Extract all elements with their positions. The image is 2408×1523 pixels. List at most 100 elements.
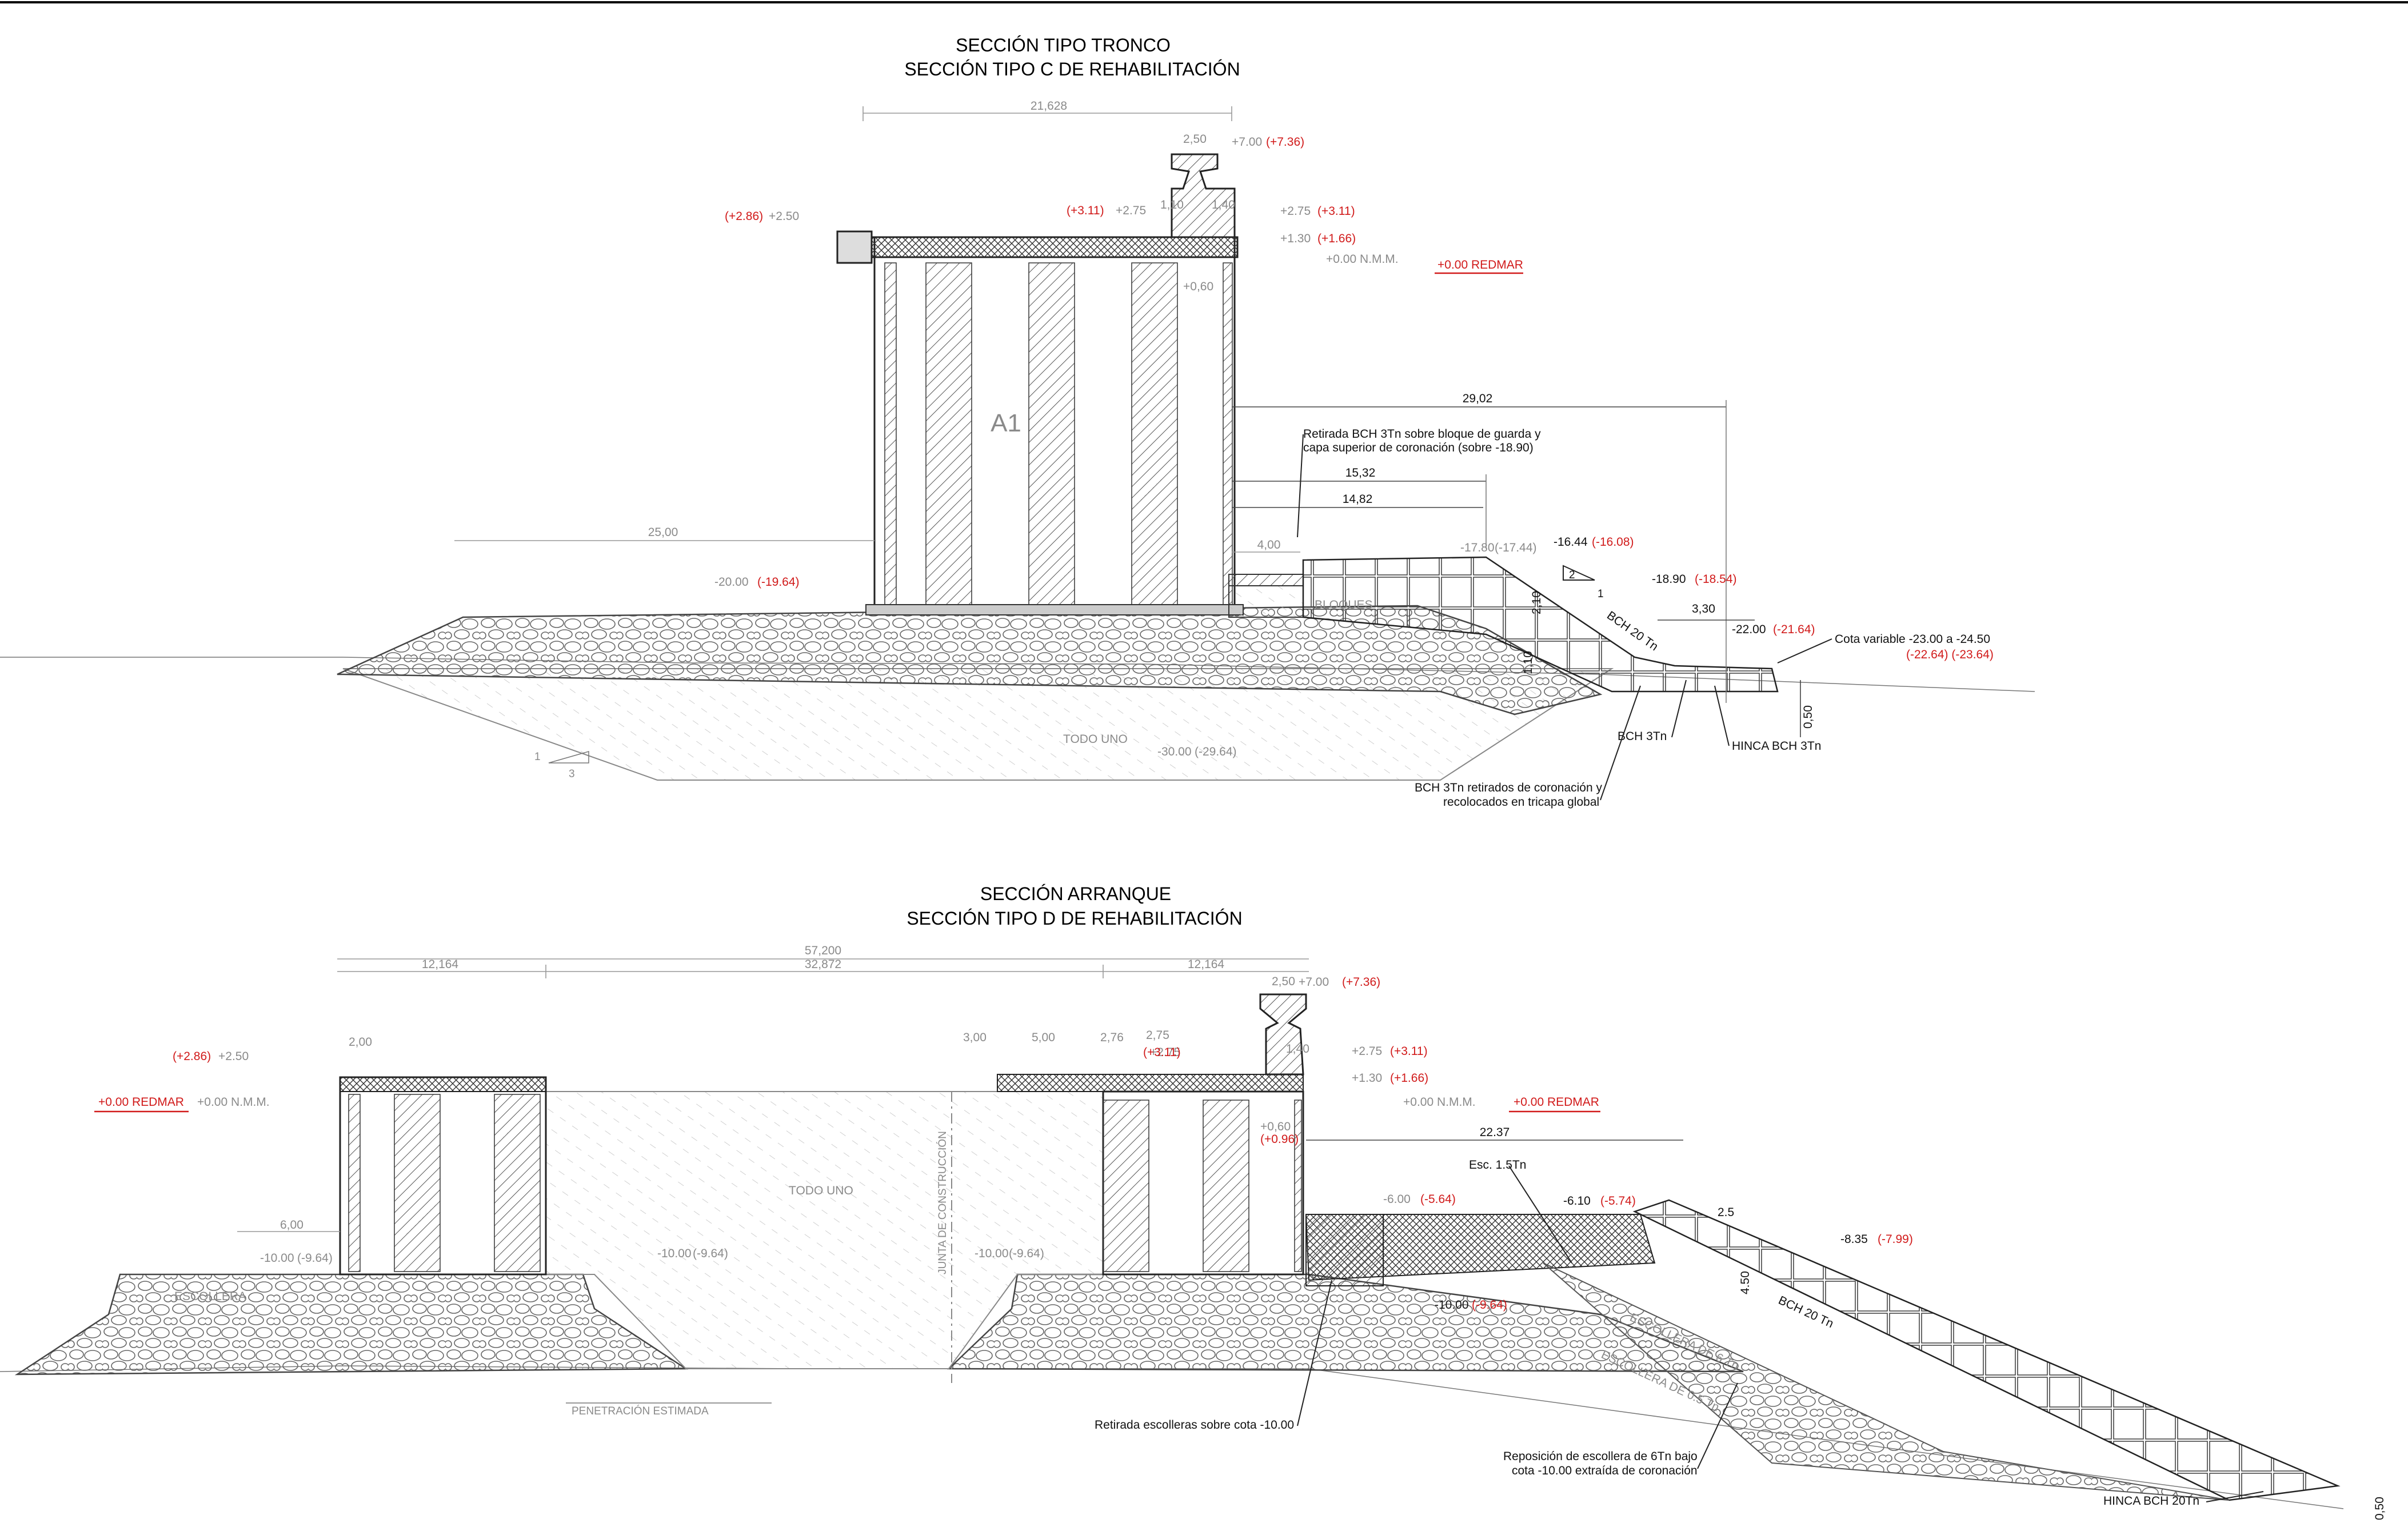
- lvl2-base-right: -10.00: [975, 1247, 1009, 1260]
- dim-parapet: 2,50: [1183, 133, 1207, 146]
- caisson-label: A1: [991, 409, 1021, 437]
- lvl2-base-mid-red: (-9.64): [693, 1247, 728, 1260]
- lvl2-crown-275-red: (+3.11): [1143, 1046, 1181, 1059]
- lvl2-600: -6.00: [1383, 1193, 1411, 1206]
- dim2-500: 5,00: [1032, 1031, 1055, 1044]
- lvl-2200: -22.00: [1732, 623, 1766, 636]
- note-retirados-1: BCH 3Tn retirados de coronación y: [1415, 781, 1602, 794]
- section1-title-line2: SECCIÓN TIPO C DE REHABILITACIÓN: [904, 59, 1240, 79]
- dim2-right: 12,164: [1188, 958, 1225, 971]
- dim2-276: 2,76: [1100, 1031, 1124, 1044]
- penetracion: PENETRACIÓN ESTIMADA: [572, 1405, 709, 1417]
- lvl2-1000-red: (-9.64): [1472, 1298, 1507, 1312]
- note2-retirada: Retirada escolleras sobre cota -10.00: [1095, 1418, 1294, 1432]
- section-arranque: SECCIÓN ARRANQUE SECCIÓN TIPO D DE REHAB…: [0, 884, 2386, 1520]
- lvl2-right-275-red: (+3.11): [1390, 1045, 1428, 1058]
- lvl-1780: -17.80: [1460, 541, 1495, 554]
- lvl-1890-red: (-18.54): [1695, 573, 1737, 586]
- lvl2-parapet-red: (+7.36): [1342, 976, 1380, 989]
- lvl-3000-red: (-29.64): [1195, 745, 1237, 758]
- dim-2500: 25,00: [648, 526, 678, 539]
- lvl-2200-red: (-21.64): [1773, 623, 1815, 636]
- escollera-left: ESCOLLERA: [174, 1290, 246, 1303]
- bloques-label: BLOQUES: [1315, 598, 1373, 611]
- lvl-right-130-red: (+1.66): [1317, 232, 1356, 245]
- dim2-left: 12,164: [422, 958, 459, 971]
- dim2-middle: 32,872: [805, 958, 841, 971]
- lvl-redmar: +0.00 REDMAR: [1437, 258, 1523, 271]
- dim2-140: 1,40: [1286, 1042, 1309, 1056]
- lvl2-right-275: +2.75: [1352, 1045, 1382, 1058]
- lvl2-base-left-red: (-9.64): [297, 1252, 333, 1265]
- lvl2-left-250: +2.50: [218, 1050, 249, 1063]
- dim-400: 4,00: [1257, 538, 1281, 551]
- note-retirada-2: capa superior de coronación (sobre -18.9…: [1303, 441, 1534, 454]
- parapet2: [1259, 993, 1307, 1076]
- lvl-base-red: (-19.64): [757, 575, 800, 589]
- dim2-total: 57,200: [805, 944, 841, 957]
- lvl-crown-275-red: (+3.11): [1067, 204, 1104, 217]
- dim-1532: 15,32: [1345, 466, 1376, 479]
- lvl-parapet: +7.00: [1232, 135, 1262, 149]
- lvl-base: -20.00: [714, 575, 749, 589]
- lvl-3000: -30.00: [1157, 745, 1192, 758]
- lvl2-835: -8.35: [1840, 1233, 1868, 1246]
- lvl2-610-red: (-5.74): [1600, 1194, 1636, 1208]
- dim-top-width: 21,628: [1031, 99, 1067, 113]
- dim2-450: 4.50: [1739, 1271, 1752, 1294]
- rubble-mound: [337, 605, 1603, 715]
- lvl2-nmm-left: +0.00 N.M.M.: [197, 1096, 270, 1109]
- note-cota-variable: Cota variable -23.00 a -24.50: [1835, 633, 1990, 646]
- svg-text:3: 3: [569, 768, 575, 780]
- lvl-1890: -18.90: [1652, 573, 1686, 586]
- note2-esc15: Esc. 1.5Tn: [1469, 1158, 1526, 1172]
- todouno2: TODO UNO: [789, 1184, 853, 1197]
- lvl2-base-mid: -10.00: [657, 1247, 692, 1260]
- note2-reposicion1: Reposición de escollera de 6Tn bajo: [1503, 1450, 1698, 1463]
- todouno-label: TODO UNO: [1063, 733, 1128, 746]
- lvl2-right-130: +1.30: [1352, 1072, 1382, 1085]
- section-tronco: SECCIÓN TIPO TRONCO SECCIÓN TIPO C DE RE…: [0, 35, 2035, 809]
- bch20-slope: [1632, 1199, 2341, 1501]
- lvl-1644: -16.44: [1554, 535, 1588, 549]
- dim-110b: 1,10: [1522, 651, 1535, 674]
- dim-330: 3,30: [1692, 602, 1715, 615]
- lvl2-parapet: +7.00: [1299, 976, 1329, 989]
- dim2-300: 3,00: [963, 1031, 987, 1044]
- bch-armour: [1302, 556, 1779, 693]
- lvl2-base-right-red: (-9.64): [1009, 1247, 1044, 1260]
- dim2-200: 2,00: [349, 1036, 372, 1049]
- lvl-left-250: +2.50: [769, 210, 799, 223]
- lvl2-610: -6.10: [1563, 1194, 1591, 1208]
- dim-210: 2,10: [1530, 591, 1543, 614]
- lvl-nmm: +0.00 N.M.M.: [1326, 253, 1399, 266]
- lvl-parapet-red: (+7.36): [1266, 135, 1304, 149]
- guard-block: [1228, 574, 1304, 586]
- dim2-060: +0,60: [1260, 1120, 1291, 1133]
- note2-hinca: HINCA BCH 20Tn: [2103, 1494, 2199, 1508]
- bollard: [836, 230, 873, 264]
- note2-reposicion2: cota -10.00 extraída de coronación: [1512, 1464, 1698, 1477]
- lvl2-redmar-left: +0.00 REDMAR: [98, 1096, 184, 1109]
- dim-140: 1,40: [1212, 198, 1235, 211]
- dim-1482: 14,82: [1343, 493, 1373, 506]
- dim-110: 1,10: [1160, 198, 1184, 211]
- lvl2-1000: -10.00: [1435, 1298, 1469, 1312]
- dim2-050: 0,50: [2373, 1497, 2386, 1520]
- lvl2-crown-275: +2.75: [1150, 1046, 1180, 1059]
- dim2-parapet: 2,50: [1272, 975, 1295, 988]
- lvl2-right-130-red: (+1.66): [1390, 1072, 1428, 1085]
- dim2-25: 2.5: [1718, 1206, 1734, 1219]
- lvl2-inner-060-red: (+0.96): [1260, 1133, 1299, 1146]
- note-hinca: HINCA BCH 3Tn: [1732, 739, 1821, 753]
- dim2-2237: 22.37: [1480, 1126, 1510, 1139]
- lvl2-base-left: -10.00: [260, 1252, 294, 1265]
- lvl-left-250-red: (+2.86): [725, 210, 763, 223]
- lvl-1644-red: (-16.08): [1592, 535, 1634, 549]
- lvl2-835-red: (-7.99): [1878, 1233, 1913, 1246]
- dim2-600: 6,00: [280, 1218, 304, 1232]
- note-cota-variable-red: (-22.64) (-23.64): [1906, 648, 1994, 661]
- dim-060: +0,60: [1183, 280, 1213, 293]
- dim2-275: 2,75: [1146, 1029, 1169, 1042]
